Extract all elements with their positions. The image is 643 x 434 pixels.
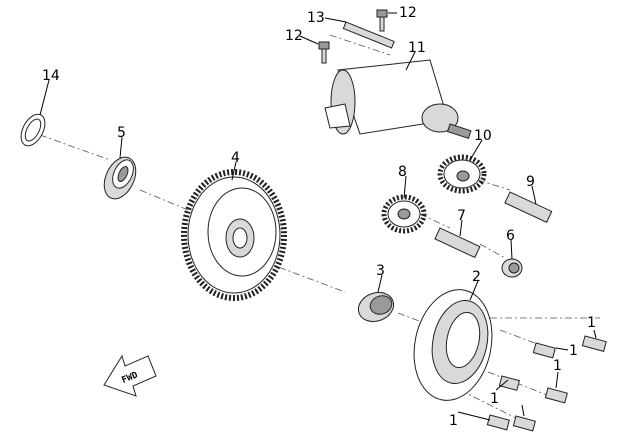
part-gear-10 <box>437 154 487 194</box>
part-bolt-1b <box>532 342 556 359</box>
forward-direction-arrow: FWD <box>103 354 157 397</box>
part-gear-8 <box>381 194 427 234</box>
callout-label: 8 <box>398 164 407 180</box>
callout-label: 12 <box>399 5 417 21</box>
part-bolt-1c <box>544 387 568 404</box>
callout-label: 3 <box>376 263 385 279</box>
part-needle-bearing <box>357 291 395 323</box>
callout-label: 4 <box>231 150 240 166</box>
part-bolt-upper <box>376 9 388 32</box>
part-bushing <box>501 258 523 278</box>
part-starter-motor <box>324 59 472 140</box>
part-one-way-clutch <box>413 289 493 401</box>
callout-label: 5 <box>117 125 126 141</box>
callout-label: 2 <box>472 269 481 285</box>
callout-label: 14 <box>42 68 60 84</box>
callout-label: 9 <box>526 174 535 190</box>
callout-label: 1 <box>449 413 458 429</box>
callout-label: 6 <box>506 228 515 244</box>
part-bearing <box>103 156 137 200</box>
callout-label: 10 <box>474 128 492 144</box>
part-bolt-1d <box>498 375 520 391</box>
part-long-bolt <box>342 21 395 49</box>
callout-label: 13 <box>307 10 325 26</box>
callout-label: 1 <box>569 343 578 359</box>
callout-label: 11 <box>408 40 426 56</box>
leader-lines <box>39 12 597 421</box>
part-bolt-lower <box>318 41 330 64</box>
callout-label: 1 <box>490 391 499 407</box>
callout-label: 12 <box>285 28 303 44</box>
callout-labels: 1 1 1 1 1 2 3 4 5 6 7 8 9 10 11 12 12 13… <box>42 5 596 429</box>
part-snap-ring <box>20 113 46 147</box>
callout-label: 1 <box>553 358 562 374</box>
part-bolt-1f <box>512 415 536 432</box>
part-bolt-1a <box>581 335 607 352</box>
part-shaft-9 <box>504 191 553 223</box>
part-bolt-1e <box>486 414 510 431</box>
part-shaft-7 <box>434 227 481 259</box>
callout-label: 1 <box>587 315 596 331</box>
part-starter-gear <box>181 169 287 301</box>
callout-label: 7 <box>457 208 466 224</box>
